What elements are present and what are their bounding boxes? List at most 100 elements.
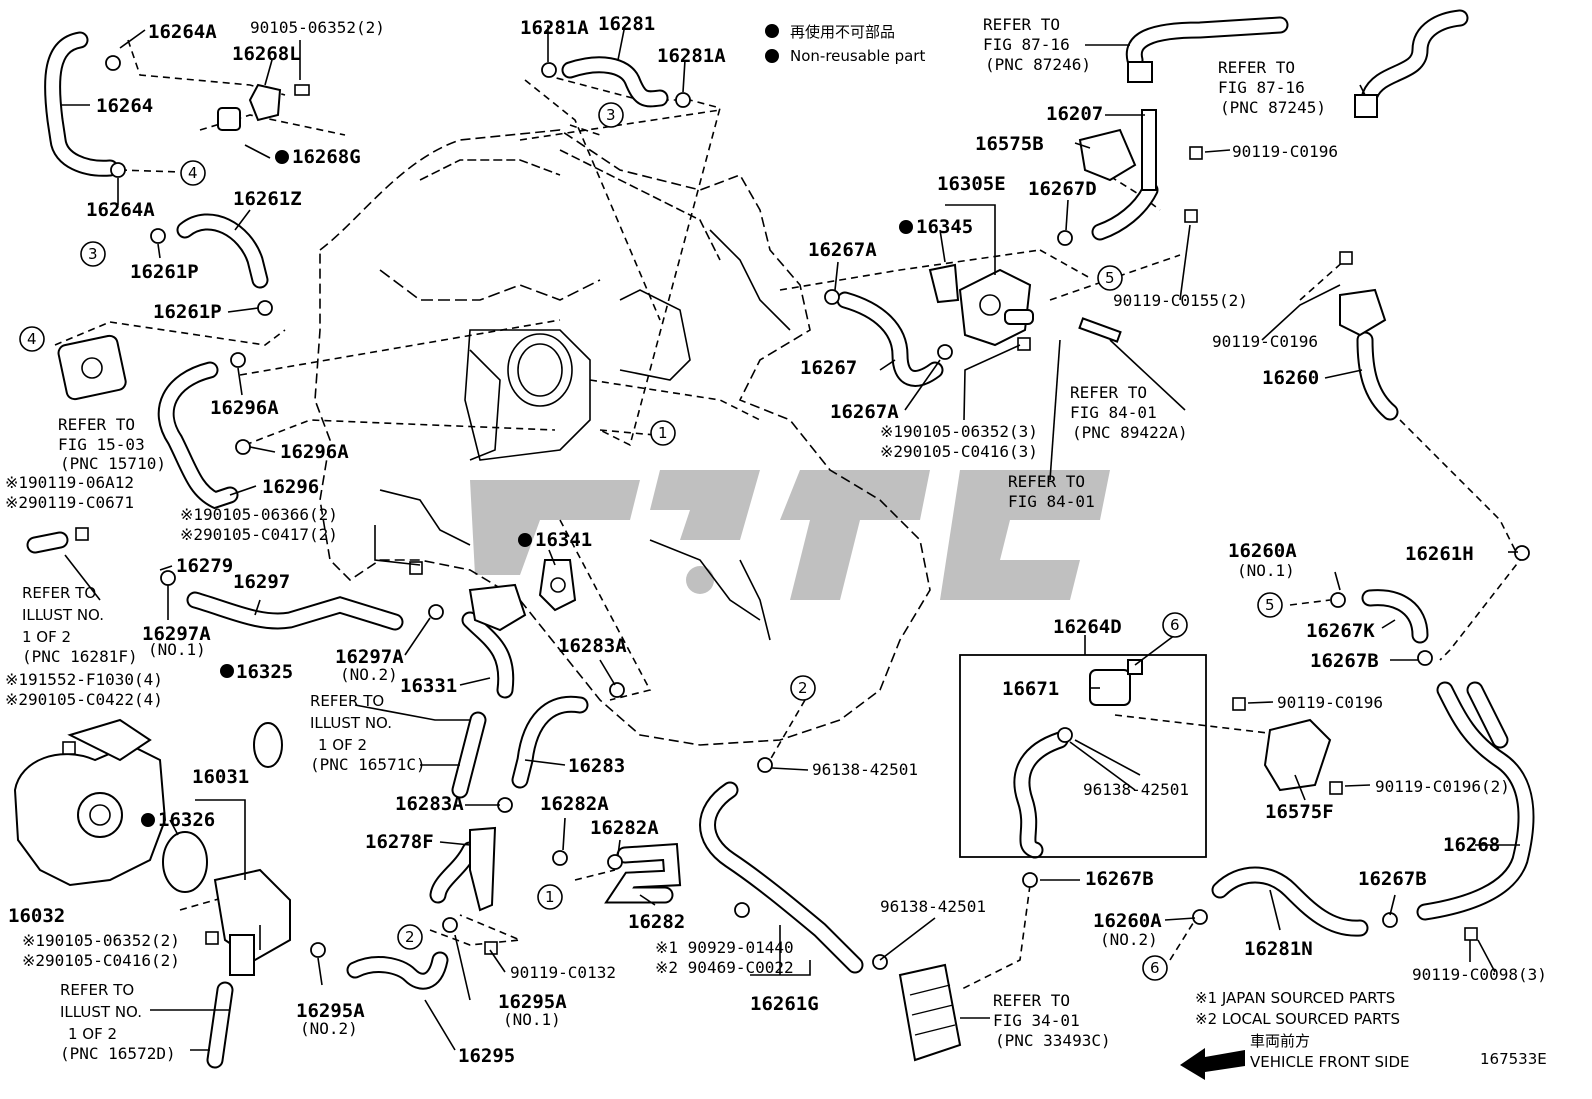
label-l16295a-1-sub: (NO.1) xyxy=(503,1010,561,1029)
label-l16268g: 16268G xyxy=(292,146,361,168)
label-l16032: 16032 xyxy=(8,905,65,927)
hose-16260 xyxy=(1356,331,1399,421)
non-reusable-dot-icon xyxy=(518,533,532,547)
leader-lines xyxy=(60,24,1520,1051)
label-l16267a-b: 16267A xyxy=(830,401,899,423)
label-pair-190119-0: ※190119-06A12 xyxy=(5,473,134,492)
label-refer-illust-16571c-2: 1 OF 2 xyxy=(318,736,367,754)
label-l90469: ※2 90469-C0022 xyxy=(655,958,794,977)
label-refer-84-01-a-2: (PNC 89422A) xyxy=(1072,423,1188,442)
callout-4: 5 xyxy=(1265,596,1275,614)
label-l16671: 16671 xyxy=(1002,678,1059,700)
label-refer-84-01-b-0: REFER TO xyxy=(1008,472,1085,491)
component-oil-cooler-15710 xyxy=(57,334,127,401)
hose-16281 xyxy=(561,56,669,108)
component-outlet-16331 xyxy=(468,583,527,632)
label-l16283a-b: 16283A xyxy=(395,793,464,815)
label-l16267b-a: 16267B xyxy=(1310,650,1379,672)
hose-pipe-16571C xyxy=(451,711,487,799)
callout-4: 5 xyxy=(1105,269,1115,287)
callout-3: 4 xyxy=(188,164,198,182)
engine-outline xyxy=(314,129,931,746)
label-l16268l: 16268L xyxy=(232,43,301,65)
non-reusable-dot-icon xyxy=(275,150,289,164)
hose-16264 xyxy=(44,31,119,177)
label-l16279: 16279 xyxy=(176,555,233,577)
hose-16282 xyxy=(604,842,682,904)
label-l16283: 16283 xyxy=(568,755,625,777)
callout-5: 6 xyxy=(1150,959,1160,977)
component-gasket-16345 xyxy=(928,263,960,304)
label-l16341: 16341 xyxy=(535,529,592,551)
hose-16267 xyxy=(836,291,944,387)
label-l96138-inbox: 96138-42501 xyxy=(1083,780,1189,799)
label-l16267b-b: 16267B xyxy=(1358,868,1427,890)
label-refer-illust-16281f-3: (PNC 16281F) xyxy=(22,647,138,666)
label-l90119-c0196-c: 90119-C0196 xyxy=(1277,693,1383,712)
label-pair-19105-06352-2-1: ※290105-C0416(2) xyxy=(22,951,180,970)
label-l16283a-a: 16283A xyxy=(558,635,627,657)
label-l16345: 16345 xyxy=(916,216,973,238)
callout-2: 3 xyxy=(88,245,98,263)
label-l16297a-2: 16297A xyxy=(335,646,404,668)
hose-16295 xyxy=(346,951,449,990)
label-refer-illust-16572d-0: REFER TO xyxy=(60,981,134,999)
front-jp: 車両前方 xyxy=(1250,1032,1310,1050)
label-pair-19105-06366-1: ※290105-C0417(2) xyxy=(180,525,338,544)
label-refer-87-16-b-1: FIG 87-16 xyxy=(1218,78,1305,97)
label-l16267a-a: 16267A xyxy=(808,239,877,261)
label-l16261h: 16261H xyxy=(1405,543,1474,565)
label-l16295a-2-sub: (NO.2) xyxy=(300,1019,358,1038)
callout-5: 6 xyxy=(1170,616,1180,634)
label-refer-87-16-a-0: REFER TO xyxy=(983,15,1060,34)
figure-id: 167533E xyxy=(1480,1050,1547,1068)
label-l16297a-2-sub: (NO.2) xyxy=(340,665,398,684)
label-refer-34-01-1: FIG 34-01 xyxy=(993,1011,1080,1030)
label-l16261z: 16261Z xyxy=(233,188,302,210)
non-reusable-dot-icon xyxy=(220,664,234,678)
component-bracket-16278F xyxy=(469,826,497,912)
label-refer-87-16-b-2: (PNC 87245) xyxy=(1220,98,1326,117)
component-bracket-16575F xyxy=(1263,718,1332,792)
note-local-sourced: ※2 LOCAL SOURCED PARTS xyxy=(1195,1010,1400,1028)
hose-16268-branch xyxy=(1466,681,1509,749)
label-refer-illust-16281f-2: 1 OF 2 xyxy=(22,628,71,646)
reference-notes: REFER TO FIG 87-16 (PNC 87246) REFER TO … xyxy=(5,15,1326,1063)
label-l16261p-b: 16261P xyxy=(153,301,222,323)
label-l16261p-a: 16261P xyxy=(130,261,199,283)
label-l16264: 16264 xyxy=(96,95,153,117)
label-refer-15-03-0: REFER TO xyxy=(58,415,135,434)
label-refer-illust-16571c-0: REFER TO xyxy=(310,692,384,710)
label-refer-illust-16281f-1: ILLUST NO. xyxy=(22,606,104,624)
component-gasket-16325 xyxy=(253,722,283,768)
hose-16283 xyxy=(511,695,589,789)
non-reusable-dot-icon xyxy=(141,813,155,827)
label-l16305e: 16305E xyxy=(937,173,1006,195)
label-l16267: 16267 xyxy=(800,357,857,379)
label-refer-15-03-1: FIG 15-03 xyxy=(58,435,145,454)
label-l90119-c0196-b: 90119-C0196 xyxy=(1212,332,1318,351)
watermark-logo xyxy=(470,470,1110,600)
label-l90105-06352-2: 90105-06352(2) xyxy=(250,18,385,37)
label-l16260a-2-sub: (NO.2) xyxy=(1100,930,1158,949)
label-l16295a-2: 16295A xyxy=(296,1000,365,1022)
non-reusable-dot-icon xyxy=(765,24,779,38)
hose-16281N xyxy=(1211,866,1369,937)
bolts xyxy=(62,84,1478,955)
label-refer-15-03-2: (PNC 15710) xyxy=(60,454,166,473)
label-l16264a-bot: 16264A xyxy=(86,199,155,221)
label-l16325: 16325 xyxy=(236,661,293,683)
label-refer-illust-16572d-3: (PNC 16572D) xyxy=(60,1044,176,1063)
label-refer-illust-16572d-2: 1 OF 2 xyxy=(68,1025,117,1043)
label-refer-84-01-b-1: FIG 84-01 xyxy=(1008,492,1095,511)
component-gasket-16326 xyxy=(162,831,208,893)
label-refer-87-16-a-1: FIG 87-16 xyxy=(983,35,1070,54)
label-pair-190119-1: ※290119-C0671 xyxy=(5,493,134,512)
component-water-outlet-16305E xyxy=(958,268,1034,347)
subassembly-box-16264D xyxy=(959,654,1207,858)
label-l16264a-top: 16264A xyxy=(148,21,217,43)
label-l16281a-a: 16281A xyxy=(520,17,589,39)
label-l96138-b: 96138-42501 xyxy=(880,897,986,916)
label-refer-87-16-b-0: REFER TO xyxy=(1218,58,1295,77)
label-l16295: 16295 xyxy=(458,1045,515,1067)
